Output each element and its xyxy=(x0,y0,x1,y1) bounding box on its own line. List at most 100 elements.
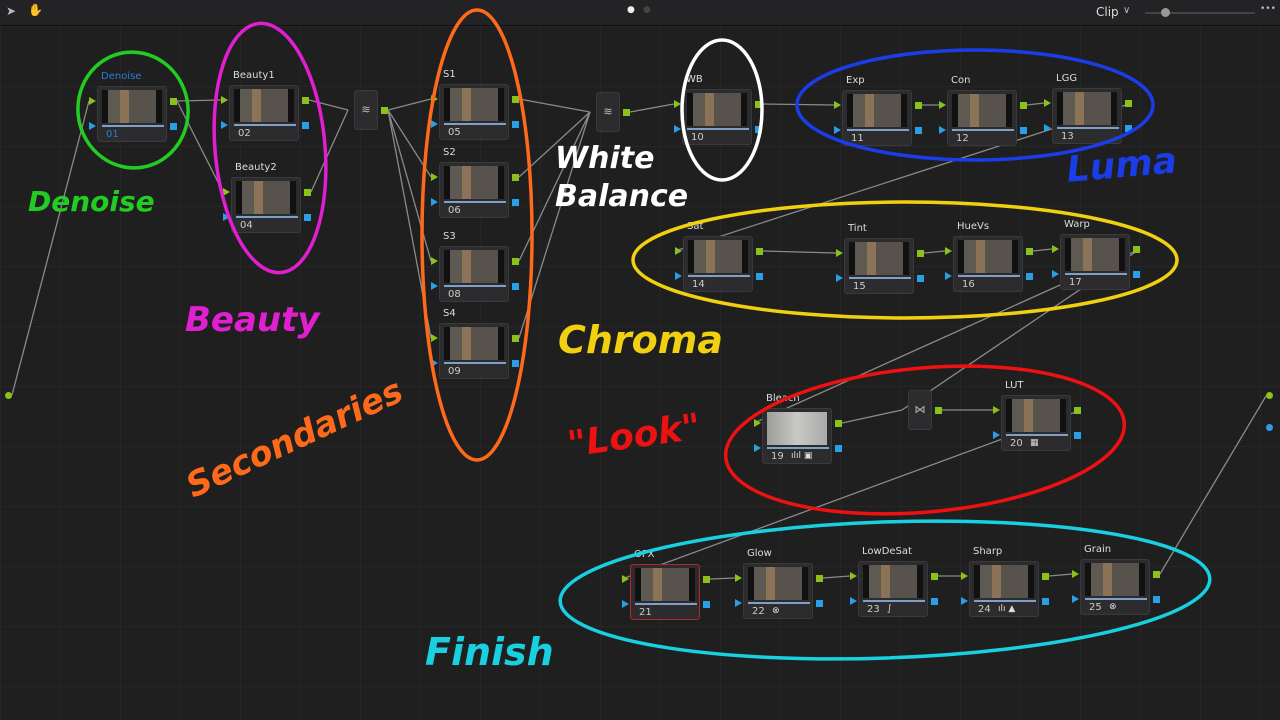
rgb-input-icon[interactable] xyxy=(431,95,438,103)
more-options-button[interactable]: ••• xyxy=(1260,4,1276,14)
mixer-output-icon[interactable] xyxy=(935,407,942,414)
alpha-input-icon[interactable] xyxy=(754,444,761,452)
node-s4[interactable]: 09 xyxy=(439,323,509,379)
rgb-output-icon[interactable] xyxy=(756,248,763,255)
alpha-input-icon[interactable] xyxy=(431,359,438,367)
node-ofx[interactable]: 21 xyxy=(630,564,700,620)
node-huevs[interactable]: 16 xyxy=(953,236,1023,292)
rgb-input-icon[interactable] xyxy=(1044,99,1051,107)
zoom-slider[interactable] xyxy=(1145,12,1255,14)
rgb-output-icon[interactable] xyxy=(931,573,938,580)
rgb-output-icon[interactable] xyxy=(1026,248,1033,255)
node-lut[interactable]: 20▦ xyxy=(1001,395,1071,451)
arrow-pointer-icon[interactable]: ➤ xyxy=(6,4,17,18)
alpha-output-icon[interactable] xyxy=(304,214,311,221)
alpha-input-icon[interactable] xyxy=(1072,595,1079,603)
rgb-input-icon[interactable] xyxy=(223,188,230,196)
alpha-output-icon[interactable] xyxy=(1020,127,1027,134)
rgb-output-icon[interactable] xyxy=(703,576,710,583)
rgb-output-icon[interactable] xyxy=(755,101,762,108)
rgb-input-icon[interactable] xyxy=(850,572,857,580)
alpha-input-icon[interactable] xyxy=(622,600,629,608)
rgb-output-icon[interactable] xyxy=(1133,246,1140,253)
rgb-input-icon[interactable] xyxy=(754,419,761,427)
node-s2[interactable]: 06 xyxy=(439,162,509,218)
rgb-input-icon[interactable] xyxy=(674,100,681,108)
rgb-final-output-icon[interactable] xyxy=(1266,392,1273,399)
node-beauty2[interactable]: 04 xyxy=(231,177,301,233)
alpha-output-icon[interactable] xyxy=(703,601,710,608)
alpha-input-icon[interactable] xyxy=(674,125,681,133)
rgb-output-icon[interactable] xyxy=(1020,102,1027,109)
node-tint[interactable]: 15 xyxy=(844,238,914,294)
layer-mixer-icon[interactable]: ≋ xyxy=(596,92,620,132)
rgb-output-icon[interactable] xyxy=(512,335,519,342)
node-s1[interactable]: 05 xyxy=(439,84,509,140)
mixer-output-icon[interactable] xyxy=(381,107,388,114)
node-glow[interactable]: 22⊗ xyxy=(743,563,813,619)
rgb-input-icon[interactable] xyxy=(836,249,843,257)
rgb-output-icon[interactable] xyxy=(512,96,519,103)
node-lowdesat[interactable]: 23∫ xyxy=(858,561,928,617)
alpha-output-icon[interactable] xyxy=(512,121,519,128)
rgb-output-icon[interactable] xyxy=(835,420,842,427)
rgb-input-icon[interactable] xyxy=(939,101,946,109)
rgb-input-icon[interactable] xyxy=(622,575,629,583)
alpha-input-icon[interactable] xyxy=(675,272,682,280)
node-lgg[interactable]: 13 xyxy=(1052,88,1122,144)
rgb-input-icon[interactable] xyxy=(675,247,682,255)
alpha-input-icon[interactable] xyxy=(431,120,438,128)
alpha-output-icon[interactable] xyxy=(756,273,763,280)
rgb-output-icon[interactable] xyxy=(816,575,823,582)
node-denoise[interactable]: 01 xyxy=(97,86,167,142)
rgb-output-icon[interactable] xyxy=(304,189,311,196)
rgb-output-icon[interactable] xyxy=(1074,407,1081,414)
rgb-input-icon[interactable] xyxy=(961,572,968,580)
rgb-input-icon[interactable] xyxy=(221,96,228,104)
node-exp[interactable]: 11 xyxy=(842,90,912,146)
alpha-input-icon[interactable] xyxy=(993,431,1000,439)
rgb-input-icon[interactable] xyxy=(431,257,438,265)
alpha-output-icon[interactable] xyxy=(512,360,519,367)
node-con[interactable]: 12 xyxy=(947,90,1017,146)
rgb-output-icon[interactable] xyxy=(917,250,924,257)
rgb-output-icon[interactable] xyxy=(915,102,922,109)
alpha-output-icon[interactable] xyxy=(1074,432,1081,439)
alpha-input-icon[interactable] xyxy=(431,198,438,206)
alpha-input-icon[interactable] xyxy=(221,121,228,129)
node-beauty1[interactable]: 02 xyxy=(229,85,299,141)
rgb-input-icon[interactable] xyxy=(1072,570,1079,578)
node-warp[interactable]: 17 xyxy=(1060,234,1130,290)
rgb-output-icon[interactable] xyxy=(1042,573,1049,580)
source-output-icon[interactable] xyxy=(5,392,12,399)
alpha-final-output-icon[interactable] xyxy=(1266,424,1273,431)
rgb-output-icon[interactable] xyxy=(1125,100,1132,107)
alpha-input-icon[interactable] xyxy=(431,282,438,290)
rgb-input-icon[interactable] xyxy=(993,406,1000,414)
alpha-input-icon[interactable] xyxy=(834,126,841,134)
alpha-input-icon[interactable] xyxy=(735,599,742,607)
alpha-output-icon[interactable] xyxy=(1026,273,1033,280)
rgb-input-icon[interactable] xyxy=(1052,245,1059,253)
alpha-input-icon[interactable] xyxy=(1052,270,1059,278)
rgb-input-icon[interactable] xyxy=(431,173,438,181)
node-s3[interactable]: 08 xyxy=(439,246,509,302)
alpha-output-icon[interactable] xyxy=(1133,271,1140,278)
alpha-output-icon[interactable] xyxy=(512,199,519,206)
chevron-down-icon[interactable]: ∨ xyxy=(1123,5,1131,16)
alpha-output-icon[interactable] xyxy=(1153,596,1160,603)
alpha-output-icon[interactable] xyxy=(816,600,823,607)
alpha-output-icon[interactable] xyxy=(931,598,938,605)
alpha-output-icon[interactable] xyxy=(170,123,177,130)
alpha-output-icon[interactable] xyxy=(835,445,842,452)
rgb-output-icon[interactable] xyxy=(1153,571,1160,578)
alpha-input-icon[interactable] xyxy=(836,274,843,282)
alpha-output-icon[interactable] xyxy=(512,283,519,290)
node-wb[interactable]: 10 xyxy=(682,89,752,145)
alpha-output-icon[interactable] xyxy=(915,127,922,134)
alpha-output-icon[interactable] xyxy=(302,122,309,129)
rgb-output-icon[interactable] xyxy=(170,98,177,105)
rgb-input-icon[interactable] xyxy=(834,101,841,109)
